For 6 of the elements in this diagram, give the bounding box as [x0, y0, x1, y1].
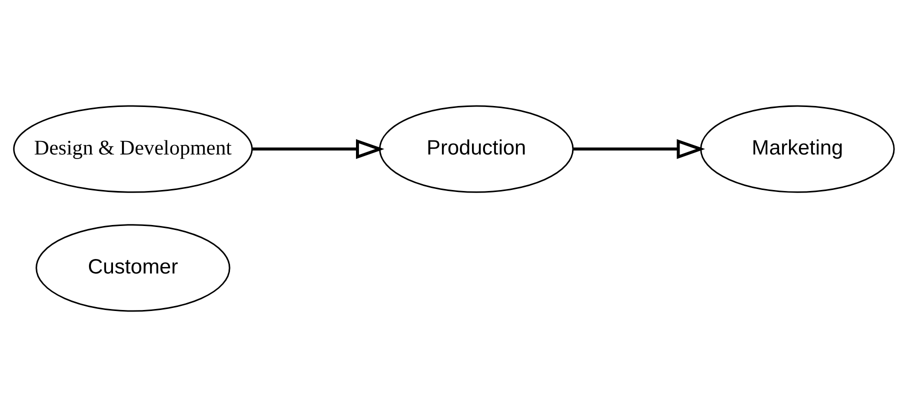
node-ellipse: Design & Development	[13, 104, 253, 192]
node-ellipse: Production	[379, 104, 574, 192]
arrow	[252, 138, 384, 158]
node-ellipse: Customer	[36, 224, 230, 312]
node-ellipse: Marketing	[700, 104, 895, 192]
arrow	[573, 138, 706, 158]
